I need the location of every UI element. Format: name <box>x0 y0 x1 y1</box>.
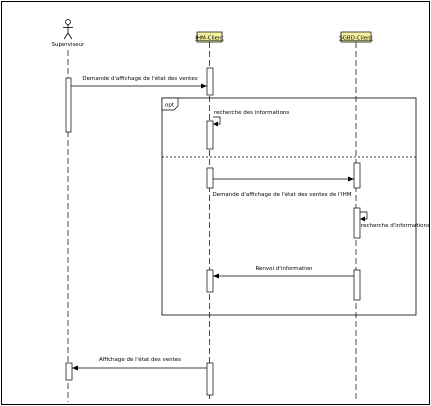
activation-sgbd-1 <box>353 162 361 189</box>
message-1-label: Demande d'affichage de l'état des ventes <box>82 75 197 82</box>
activation-ihm-4 <box>206 269 214 293</box>
activation-sgbd-2 <box>353 207 361 239</box>
fragment-opt-tab <box>161 97 179 111</box>
message-5-label: Renvoi d'information <box>255 266 313 272</box>
participant-label-sgbd: SGBD-Client <box>339 36 374 42</box>
activation-actor-1 <box>65 77 72 133</box>
participant-label-ihm: IHM-Client <box>195 36 224 42</box>
activation-ihm-1 <box>206 67 214 96</box>
activation-ihm-5 <box>206 362 214 396</box>
message-5-arrow <box>213 273 354 279</box>
message-2-self-arrow <box>213 116 221 127</box>
fragment-opt-frame <box>161 97 417 316</box>
message-1-arrow <box>71 83 207 89</box>
actor-stick-figure-icon <box>63 19 73 40</box>
activation-actor-2 <box>65 362 73 381</box>
message-3-arrow <box>213 176 354 182</box>
fragment-opt-label: opt <box>165 103 175 109</box>
activation-ihm-2 <box>206 120 214 150</box>
activation-sgbd-3 <box>353 269 361 301</box>
message-6-arrow <box>72 365 207 371</box>
message-4-label: recherche d'informations <box>361 223 430 229</box>
message-4-self-arrow <box>360 211 368 222</box>
actor-label: Superviseur <box>52 42 86 48</box>
message-3-label: Demande d'affichage de l'état des ventes… <box>212 191 351 198</box>
activation-ihm-3 <box>206 167 214 189</box>
message-6-label: Affichage de l'état des ventes <box>99 356 181 363</box>
message-2-label: recherche des informations <box>214 110 289 116</box>
